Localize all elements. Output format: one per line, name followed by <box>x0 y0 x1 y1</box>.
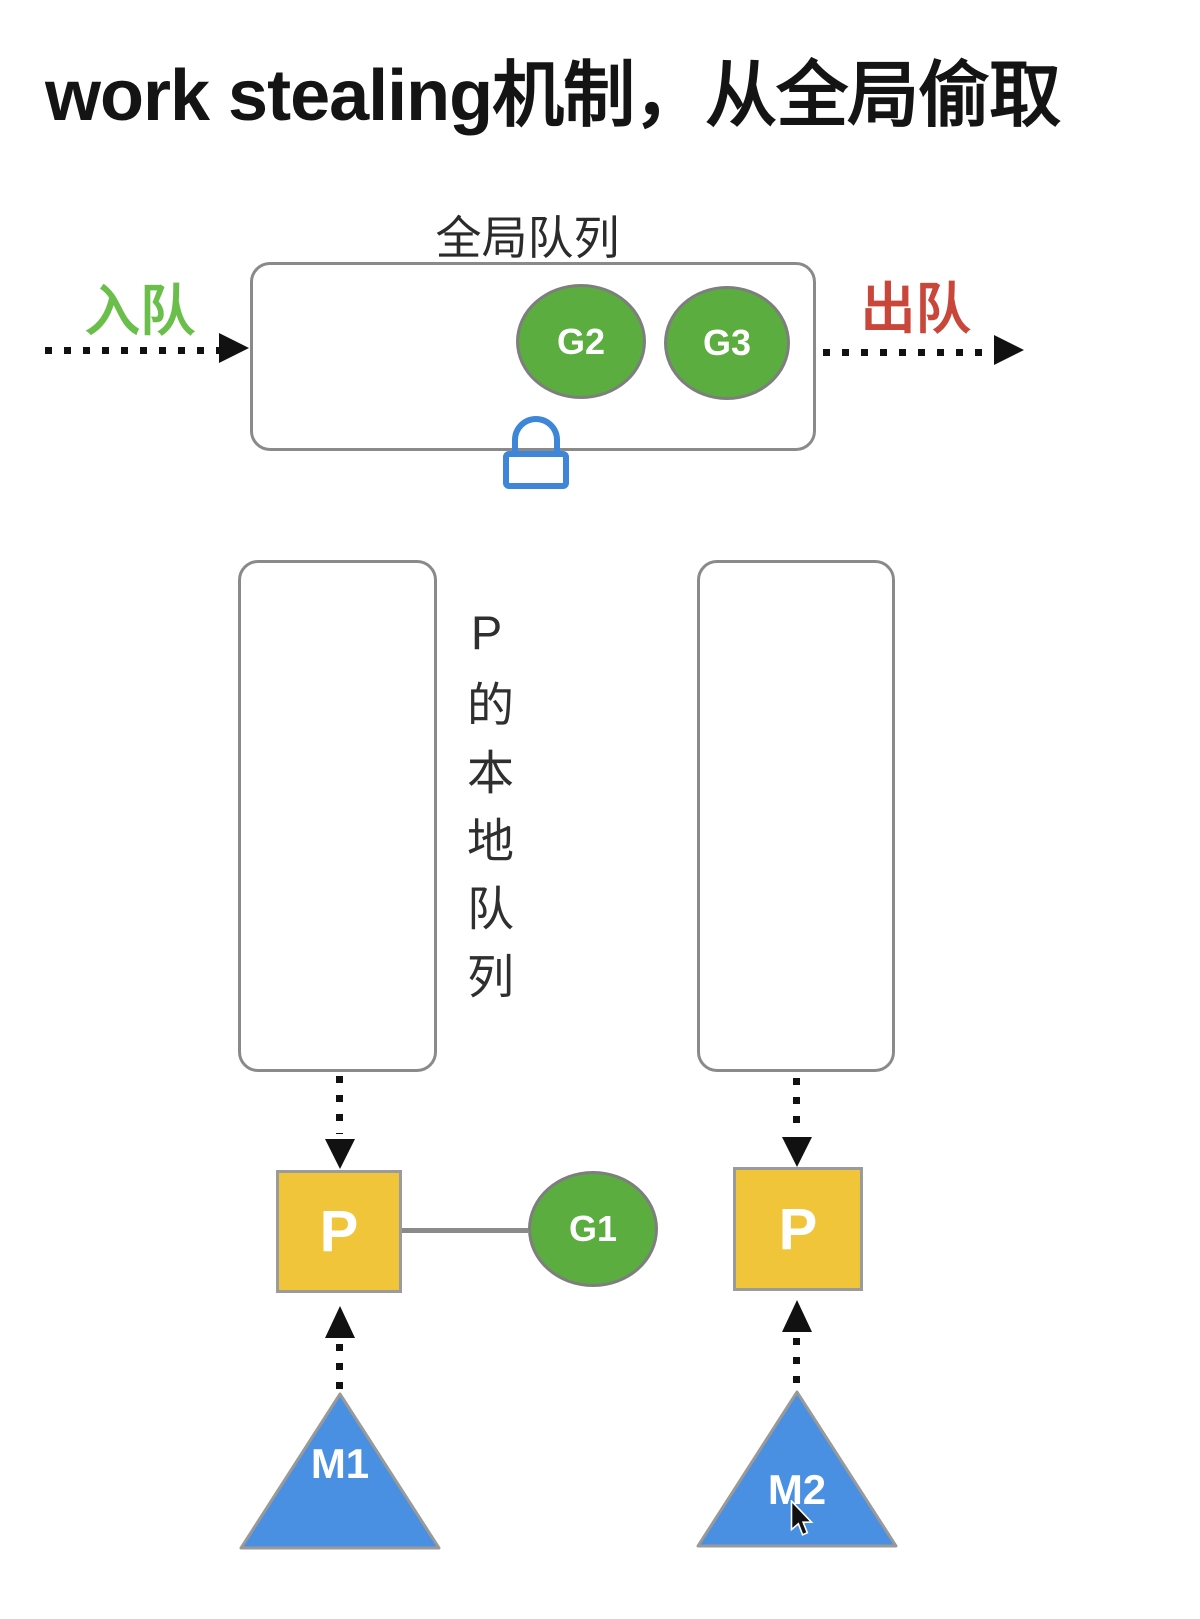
right-queue-to-p-line <box>793 1078 800 1134</box>
m2-to-p-line <box>793 1338 800 1390</box>
p-to-g1-connector-line <box>402 1228 528 1233</box>
global-queue-label: 全局队列 <box>435 212 620 264</box>
goroutine-g1: G1 <box>528 1171 658 1287</box>
dequeue-label: 出队 <box>860 278 971 340</box>
lock-icon <box>503 416 569 489</box>
goroutine-g2: G2 <box>516 284 646 399</box>
machine-m2-label: M2 <box>767 1466 827 1513</box>
processor-p-left-label: P <box>319 1199 359 1264</box>
left-queue-to-p-line <box>336 1076 343 1134</box>
local-queue-caption: P的本地队列 <box>460 606 513 1020</box>
local-queue-left-box <box>238 560 437 1072</box>
dequeue-arrowhead-icon <box>994 335 1024 365</box>
processor-p-right: P <box>733 1167 863 1291</box>
page-title: work stealing机制，从全局偷取 <box>45 56 1061 136</box>
machine-m1-label: M1 <box>310 1440 370 1487</box>
processor-p-left: P <box>276 1170 402 1293</box>
goroutine-g2-label: G2 <box>556 320 606 362</box>
goroutine-g1-label: G1 <box>568 1208 618 1249</box>
enqueue-arrow-line <box>45 347 219 354</box>
goroutine-g3-label: G3 <box>702 322 752 363</box>
m2-to-p-arrowhead-icon <box>782 1300 812 1332</box>
left-queue-to-p-arrowhead-icon <box>325 1139 355 1169</box>
local-queue-right-box <box>697 560 895 1072</box>
machine-m2-triangle <box>696 1390 898 1548</box>
m1-to-p-arrowhead-icon <box>325 1306 355 1338</box>
goroutine-g3: G3 <box>664 286 790 400</box>
enqueue-label: 入队 <box>84 280 195 342</box>
m1-to-p-line <box>336 1344 343 1392</box>
machine-m1-triangle <box>239 1392 441 1550</box>
enqueue-arrowhead-icon <box>219 333 249 363</box>
dequeue-arrow-line <box>823 349 994 356</box>
right-queue-to-p-arrowhead-icon <box>782 1137 812 1167</box>
mouse-cursor-icon <box>790 1500 814 1536</box>
processor-p-right-label: P <box>778 1196 818 1262</box>
